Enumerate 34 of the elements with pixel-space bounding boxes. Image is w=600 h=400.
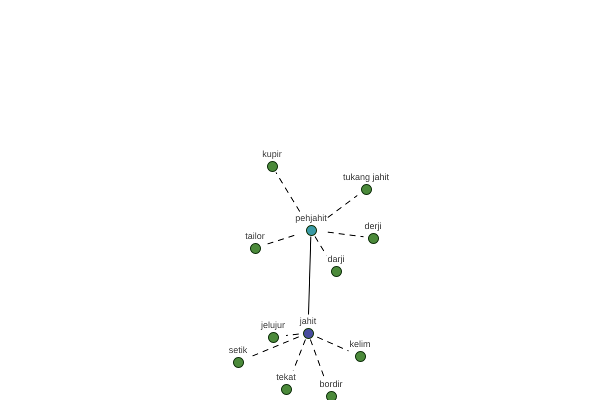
node-label: jelujur bbox=[261, 320, 286, 330]
graph-node bbox=[295, 212, 327, 236]
graph-node bbox=[261, 320, 286, 342]
node-label: kupir bbox=[262, 148, 282, 160]
dashed-line bbox=[327, 232, 364, 238]
graph-node bbox=[350, 338, 371, 362]
node-label: jahit bbox=[300, 316, 316, 326]
graph-node bbox=[276, 372, 296, 394]
node-label: setik bbox=[228, 344, 248, 356]
node-label: tekat bbox=[276, 372, 296, 382]
dashed-line bbox=[275, 172, 300, 212]
node-label: kelim bbox=[350, 338, 371, 350]
dashed-line bbox=[286, 334, 300, 336]
dashed-line bbox=[316, 336, 349, 352]
dashed-line bbox=[314, 236, 327, 256]
graph-node bbox=[342, 172, 390, 194]
graph-node bbox=[262, 148, 282, 172]
connector-line bbox=[308, 236, 312, 315]
graph-node bbox=[320, 378, 343, 400]
node-label: darji bbox=[328, 254, 345, 264]
node-label: tukang jahit bbox=[342, 172, 390, 182]
node-label: tailor bbox=[245, 230, 265, 242]
dashed-line bbox=[310, 339, 325, 378]
node-label: bordir bbox=[320, 378, 343, 390]
graph-node bbox=[245, 230, 265, 254]
dashed-line bbox=[265, 234, 295, 246]
node-label: derji bbox=[364, 220, 382, 232]
dashed-line bbox=[327, 195, 358, 218]
graph-node bbox=[300, 316, 316, 338]
graph-node bbox=[364, 220, 382, 244]
node-label: pehjahit bbox=[295, 212, 327, 224]
dashed-line bbox=[292, 339, 306, 371]
graph-node bbox=[328, 254, 345, 276]
graph-node bbox=[228, 344, 248, 368]
